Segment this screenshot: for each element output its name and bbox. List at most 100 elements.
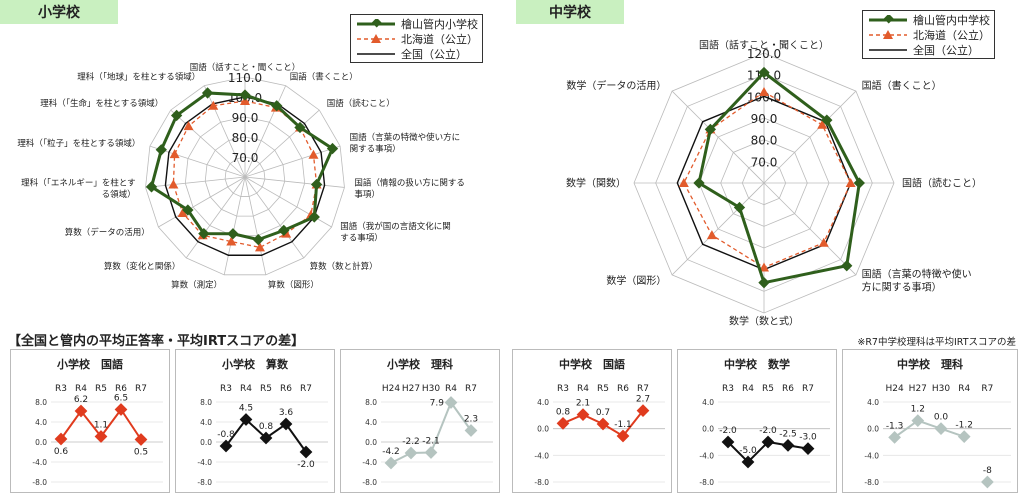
radar-axis-label-line: 理科（「生命」を柱とする領域） (40, 98, 163, 109)
legend-label: 北海道（公立） (401, 32, 478, 46)
radar-axis-label-line: 国語（読むこと） (327, 98, 395, 109)
radar-spoke (244, 176, 267, 275)
zenkoku-line-icon (869, 48, 907, 51)
data-label: 2.1 (576, 399, 590, 409)
radar-axis-label-line: 国語（我が国の言語文化に関 (340, 221, 451, 232)
radar-axis-label-line: する事項） (340, 233, 383, 244)
data-label: -8 (983, 466, 992, 476)
data-point (384, 456, 398, 470)
panel-title: 小学校 算数 (222, 358, 288, 371)
data-point (279, 417, 293, 431)
data-point (444, 396, 458, 409)
data-point (888, 430, 901, 444)
data-label: 0.6 (54, 447, 69, 457)
data-point (934, 422, 948, 436)
elementary-legend: 檜山管内小学校 北海道（公立） 全国（公立） (350, 14, 483, 63)
y-tick-label: 4.0 (867, 398, 879, 407)
kanai-line-marker-icon (357, 18, 395, 28)
radar-spoke (158, 176, 246, 228)
middle-radar-chart: 120.0110.0100.090.080.070.0国語（話すこと・聞くこと）… (566, 38, 982, 327)
radar-point (168, 179, 179, 189)
y-tick-label: 4.0 (200, 418, 212, 427)
y-tick-label: -8.0 (197, 478, 212, 487)
data-point (219, 439, 233, 453)
legend-item-zenkoku: 全国（公立） (355, 46, 478, 61)
x-category-label: H24 (885, 384, 903, 394)
legend-label: 檜山管内小学校 (401, 17, 478, 31)
y-tick-label: 0.0 (867, 425, 879, 434)
radar-point (208, 100, 219, 110)
x-category-label: R7 (300, 384, 312, 394)
radar-axis-label: 国語（読むこと） (327, 98, 395, 109)
radar-axis-label-line: 理科（「エネルギー」を柱とす (21, 178, 136, 189)
y-tick-label: -8.0 (534, 478, 549, 487)
radar-tick-label: 110.0 (228, 71, 262, 85)
radar-point (821, 114, 833, 126)
x-category-label: R3 (55, 384, 67, 394)
radar-point (183, 121, 194, 131)
data-point (259, 431, 273, 445)
x-category-label: H30 (422, 384, 440, 394)
radar-axis-label: 算数（数と計算） (310, 261, 378, 272)
x-category-label: R6 (115, 384, 127, 394)
data-point (576, 408, 590, 422)
radar-axis-label-line: 事項） (354, 189, 380, 200)
y-tick-label: -4.0 (197, 458, 212, 467)
data-point (781, 438, 795, 452)
data-label: 1.1 (94, 421, 108, 431)
radar-tick-label: 90.0 (232, 111, 259, 125)
x-category-label: R4 (445, 384, 457, 394)
data-label: -2.0 (297, 460, 315, 470)
radar-spoke (244, 176, 345, 188)
radar-axis-label: 数学（数と式） (729, 314, 799, 327)
x-category-label: R3 (557, 384, 569, 394)
x-category-label: R6 (782, 384, 794, 394)
radar-axis-label-line: 国語（言葉の特徴や使い方に (350, 132, 461, 143)
data-label: 2.7 (636, 395, 650, 405)
radar-tick-label: 70.0 (232, 151, 259, 165)
x-category-label: R4 (742, 384, 754, 394)
panel-title: 小学校 国語 (57, 358, 123, 371)
data-point (74, 404, 88, 418)
data-point (94, 430, 108, 443)
radar-point (817, 119, 828, 129)
radar-point (145, 181, 158, 193)
radar-axis-label: 国語（読むこと） (902, 176, 982, 189)
data-point (424, 446, 438, 459)
radar-point (733, 201, 746, 214)
y-tick-label: -8.0 (362, 478, 377, 487)
radar-axis-label-line: 関する事項） (350, 144, 401, 155)
x-category-label: R5 (260, 384, 272, 394)
radar-point (254, 242, 265, 252)
x-category-label: R3 (722, 384, 734, 394)
middle-legend: 檜山管内中学校 北海道（公立） 全国（公立） (862, 10, 995, 59)
data-label: -5.0 (739, 446, 757, 456)
y-tick-label: -8.0 (699, 478, 714, 487)
data-point (239, 413, 253, 426)
x-category-label: R5 (762, 384, 774, 394)
y-tick-label: -4.0 (32, 458, 47, 467)
radar-axis-label: 算数（変化と関係） (104, 261, 181, 272)
radar-point (227, 228, 239, 240)
radar-spoke (671, 90, 765, 184)
elementary-radar-chart: 110.0100.090.080.070.0国語（話すこと・聞くこと）国語（書く… (17, 62, 465, 291)
radar-axis-label-line: 方に関する事項） (862, 280, 942, 293)
radar-axis-label: 国語（書くこと） (862, 79, 942, 92)
data-label: 6.5 (114, 394, 128, 404)
radar-axis-label: 理科（「地球」を柱とする領域） (77, 71, 200, 82)
radar-series-line (164, 96, 326, 256)
radar-point (759, 262, 769, 272)
data-point (801, 442, 815, 456)
radar-axis-label-line: る領域） (102, 189, 136, 200)
section-title: 【全国と管内の平均正答率・平均IRTスコアの差】 (8, 334, 305, 349)
data-label: 0.0 (934, 413, 949, 423)
radar-axis-label: 算数（データの活用） (65, 227, 150, 238)
y-tick-label: 0.0 (537, 425, 549, 434)
radar-spoke (145, 176, 246, 188)
